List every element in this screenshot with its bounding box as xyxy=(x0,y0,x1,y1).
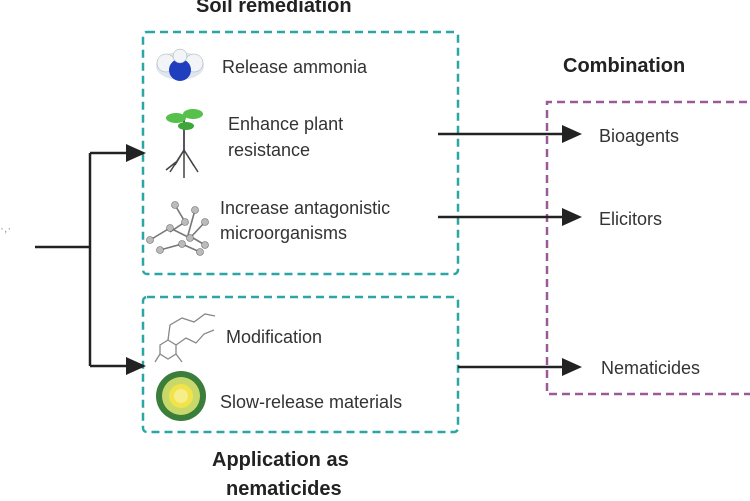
application-title-line2: nematicides xyxy=(226,478,342,500)
modification-label: Modification xyxy=(226,327,323,347)
microorganism-icon xyxy=(146,201,209,256)
bioagents-label: Bioagents xyxy=(599,126,680,146)
nematicides-label: Nematicides xyxy=(601,358,701,378)
arrowhead-nematicides xyxy=(562,358,582,376)
antagonistic-label-line2: microorganisms xyxy=(220,223,348,243)
enhance-plant-label-line2: resistance xyxy=(228,140,311,160)
enhance-plant-label-line1: Enhance plant xyxy=(228,114,344,134)
source-fragment: ·,· xyxy=(0,221,11,235)
elicitors-label: Elicitors xyxy=(599,209,663,229)
application-title-line1: Application as xyxy=(212,449,349,471)
application-box xyxy=(141,295,460,434)
soil-remediation-box xyxy=(141,30,460,276)
combination-title: Combination xyxy=(563,55,686,77)
arrowhead-soil xyxy=(126,144,146,162)
soil-remediation-title: Soil remediation xyxy=(196,0,352,17)
plant-seedling-icon xyxy=(165,109,203,178)
slow-release-label: Slow-release materials xyxy=(220,392,403,412)
arrowhead-elicitors xyxy=(562,208,582,226)
ammonia-molecule-icon xyxy=(156,48,204,81)
combination-box xyxy=(545,100,750,396)
chemical-structure-icon xyxy=(154,313,216,363)
release-ammonia-label: Release ammonia xyxy=(222,57,368,77)
arrowhead-application xyxy=(126,357,146,375)
capsule-icon xyxy=(156,371,206,421)
antagonistic-label-line1: Increase antagonistic xyxy=(220,198,391,218)
arrowhead-bioagents xyxy=(562,125,582,143)
